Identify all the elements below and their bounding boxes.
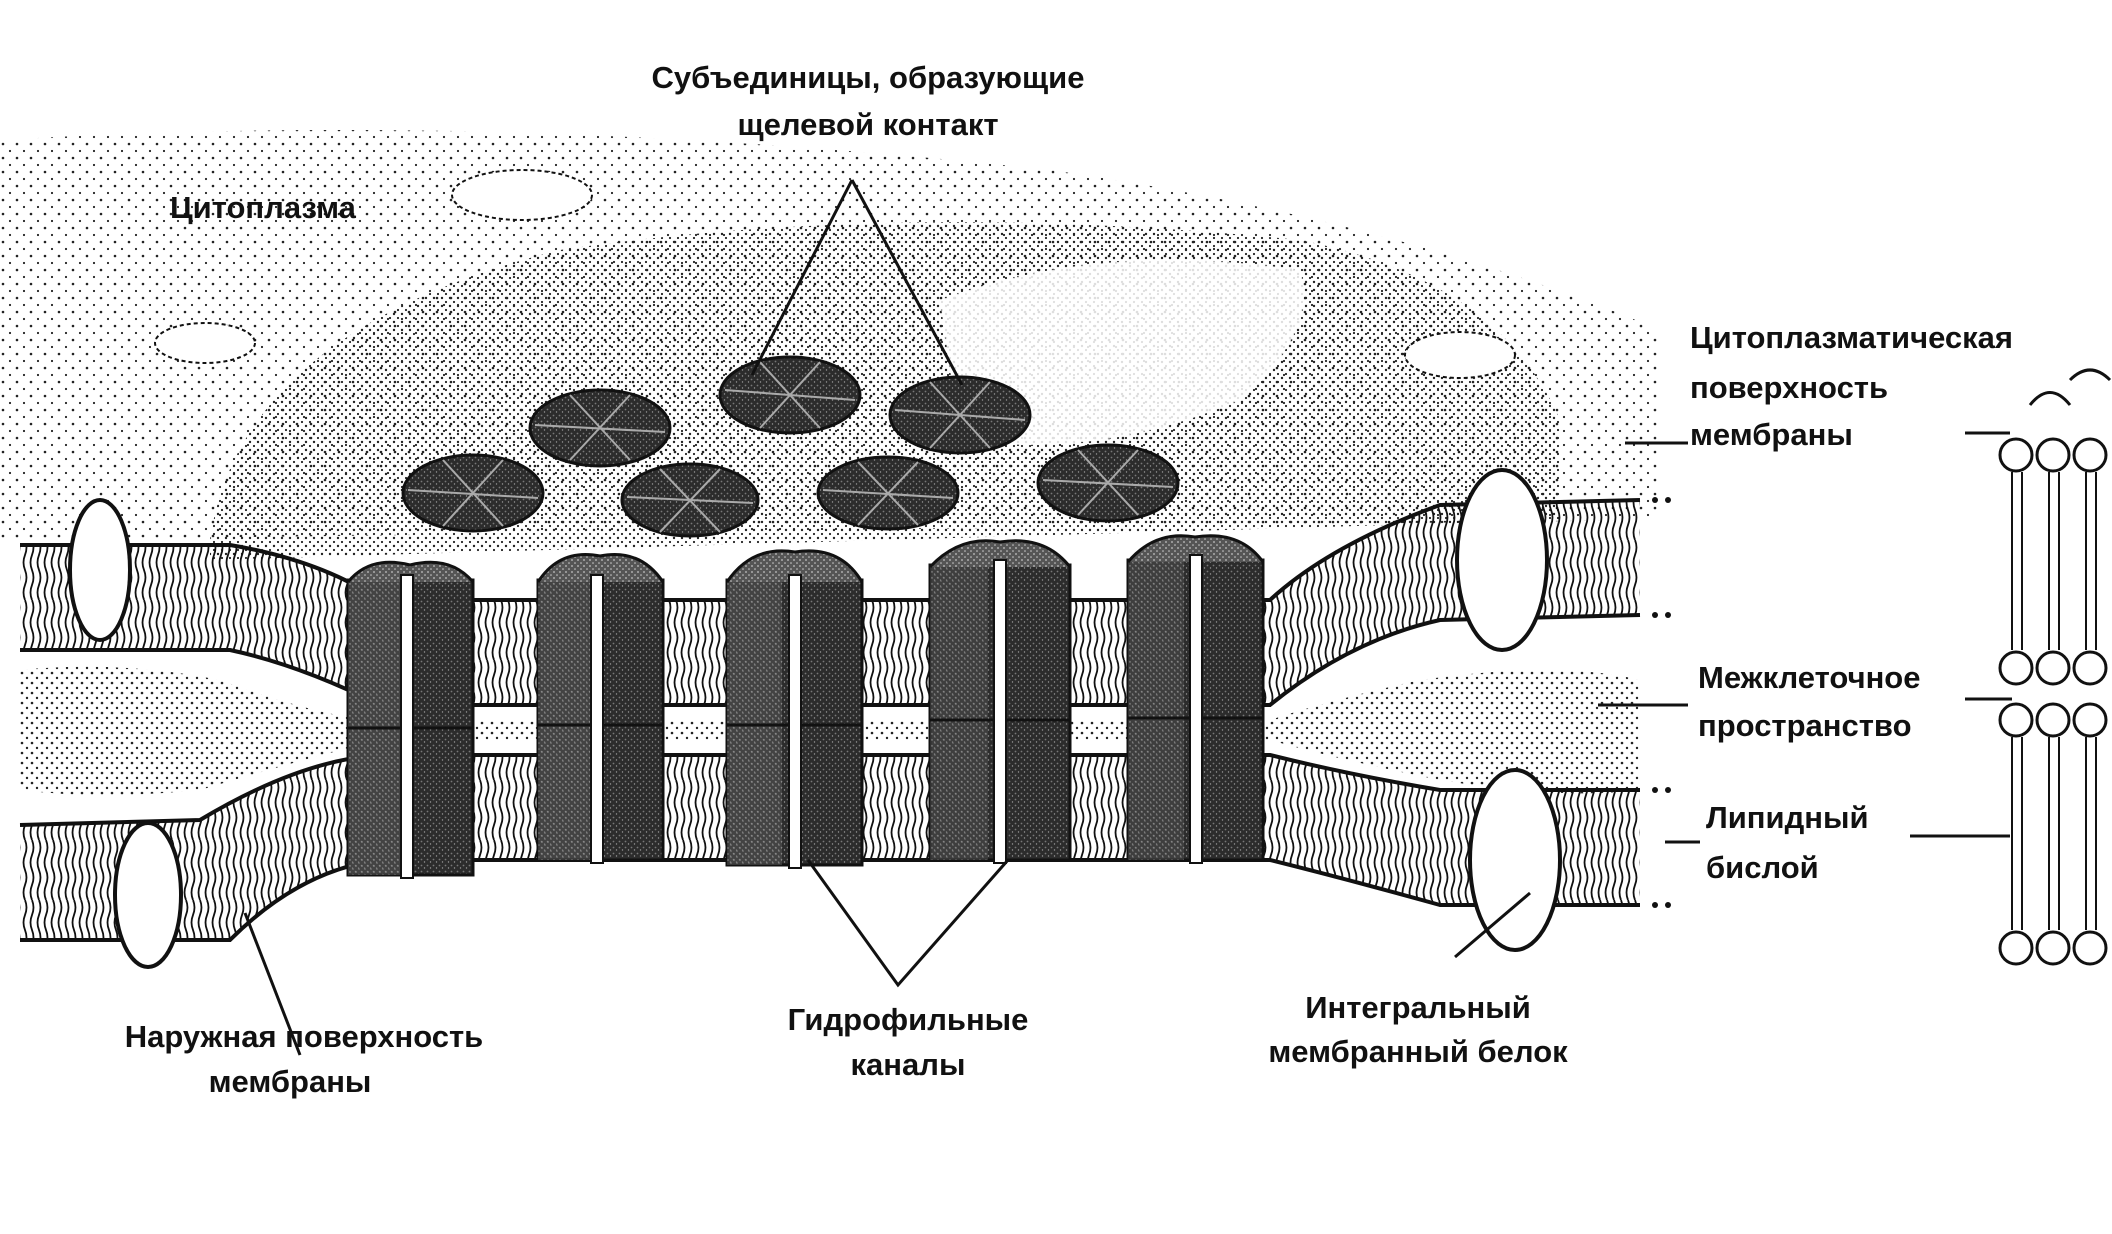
label-lipid-line1: Липидный bbox=[1706, 800, 1869, 835]
connexon-2 bbox=[536, 553, 665, 864]
integral-proteins bbox=[68, 468, 1562, 969]
cytoplasm-region bbox=[0, 130, 1660, 560]
connexon-4 bbox=[928, 539, 1072, 864]
label-subunits-line2: щелевой контакт bbox=[737, 107, 998, 142]
subunit-cluster-4 bbox=[401, 453, 545, 533]
hydrophilic-channel bbox=[993, 559, 1007, 864]
hydrophilic-channel bbox=[400, 574, 414, 879]
integral-protein-left-lower bbox=[113, 821, 183, 969]
hydrophilic-channel bbox=[1189, 554, 1203, 864]
label-protein-line2: мембранный белок bbox=[1268, 1034, 1568, 1069]
label-cyto-surface-line1: Цитоплазматическая bbox=[1690, 320, 2013, 355]
label-outer-surface-line1: Наружная поверхность bbox=[125, 1019, 483, 1054]
hydrophilic-channel bbox=[788, 574, 802, 869]
subunit-cluster-7 bbox=[1036, 443, 1180, 523]
subunit-clusters bbox=[401, 355, 1180, 538]
label-subunits-line1: Субъединицы, образующие bbox=[652, 60, 1085, 95]
label-intercellular-line2: пространство bbox=[1698, 708, 1912, 743]
label-cyto-surface-line3: мембраны bbox=[1690, 417, 1853, 452]
label-protein-line1: Интегральный bbox=[1305, 990, 1531, 1025]
label-lipid-line2: бислой bbox=[1706, 850, 1819, 885]
connexon-3 bbox=[725, 549, 864, 869]
label-intercellular-line1: Межклеточное bbox=[1698, 660, 1920, 695]
label-cytoplasm: Цитоплазма bbox=[170, 190, 357, 225]
subunit-cluster-1 bbox=[718, 355, 862, 435]
integral-protein-right-upper bbox=[1455, 468, 1549, 652]
subunit-cluster-5 bbox=[620, 462, 760, 538]
bilayer-schematic bbox=[1998, 368, 2112, 966]
integral-protein-left-upper bbox=[68, 498, 132, 642]
integral-protein-right-lower bbox=[1468, 768, 1562, 952]
label-channels-line2: каналы bbox=[851, 1047, 966, 1082]
subunit-cluster-6 bbox=[816, 455, 960, 531]
connexon-5 bbox=[1126, 534, 1265, 864]
subunit-cluster-3 bbox=[888, 375, 1032, 455]
label-outer-surface-line2: мембраны bbox=[209, 1064, 372, 1099]
leader-lines bbox=[243, 179, 2012, 1056]
label-cyto-surface-line2: поверхность bbox=[1690, 370, 1888, 405]
label-channels-line1: Гидрофильные bbox=[788, 1002, 1029, 1037]
hydrophilic-channel bbox=[590, 574, 604, 864]
labels: Субъединицы, образующие щелевой контакт … bbox=[125, 60, 2013, 1099]
cytoplasm-vesicles bbox=[154, 169, 1516, 379]
subunit-cluster-2 bbox=[528, 388, 672, 468]
continuation-marks bbox=[1652, 497, 1671, 908]
connexon-1 bbox=[346, 560, 475, 879]
